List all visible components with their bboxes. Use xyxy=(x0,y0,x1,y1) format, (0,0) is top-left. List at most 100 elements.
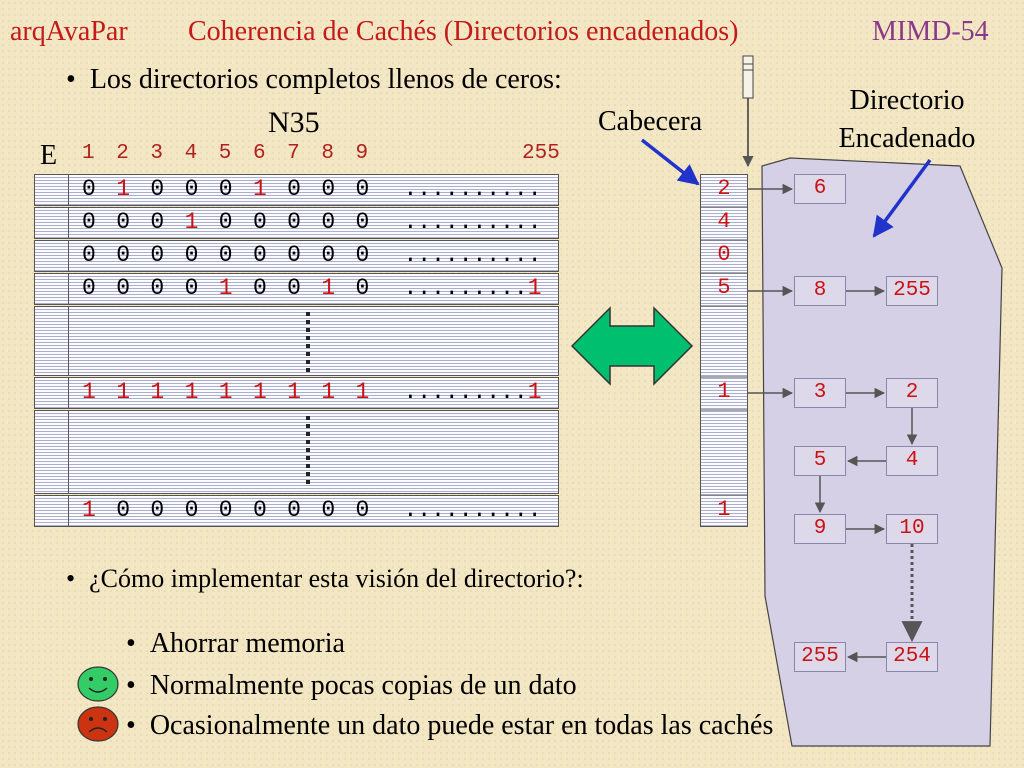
directory-row xyxy=(34,207,559,239)
directory-row-ellipsis xyxy=(34,410,559,494)
bullet-text: Normalmente pocas copias de un dato xyxy=(149,670,577,701)
bit-cell: 1 xyxy=(355,379,370,405)
header-pointer: 1 xyxy=(717,497,731,522)
bit-cell: 1 xyxy=(150,379,165,405)
bit-cell: 0 xyxy=(321,176,336,202)
bit-cell: 0 xyxy=(116,497,130,523)
bit-cell: 1 xyxy=(82,497,96,523)
label-line: Directorio xyxy=(849,85,965,116)
bullet-text: Ahorrar memoria xyxy=(149,628,345,659)
bit-cell: 0 xyxy=(321,497,336,523)
chain-node: 255 xyxy=(794,642,846,672)
bit-cell: 0 xyxy=(252,209,267,235)
state-label-e: E xyxy=(40,140,58,171)
chain-node: 5 xyxy=(794,446,846,476)
bullet-full-directories: Los directorios completos llenos de cero… xyxy=(66,64,562,96)
directory-row-ellipsis xyxy=(34,306,559,376)
column-number: 6 xyxy=(252,142,266,165)
bit-cell: 1 xyxy=(218,379,233,405)
bit-cell: 0 xyxy=(287,275,301,301)
header-pointer: 5 xyxy=(717,275,731,300)
bit-cell: 0 xyxy=(287,209,301,235)
bit-cell: 1 xyxy=(252,176,267,202)
bit-tail-last: 1 xyxy=(527,275,542,301)
bit-cell: 0 xyxy=(252,497,267,523)
column-number: 2 xyxy=(116,142,129,165)
bit-tail: .........1 xyxy=(389,379,542,405)
bit-tail: .........1 xyxy=(389,275,542,301)
column-number: 8 xyxy=(321,142,334,165)
column-number: 3 xyxy=(150,142,163,165)
bit-cell: 0 xyxy=(82,176,96,202)
bullet-text: Ocasionalmente un dato puede estar en to… xyxy=(149,710,774,741)
bit-cell: 0 xyxy=(150,209,165,235)
bit-tail: .......... xyxy=(389,242,542,268)
header-pointer: 1 xyxy=(717,379,731,404)
bit-cell: 0 xyxy=(355,176,370,202)
bit-cell: 1 xyxy=(252,379,267,405)
bit-cell: 1 xyxy=(218,275,233,301)
bit-tail-dots: ......... xyxy=(389,379,528,405)
label-line: Encadenado xyxy=(838,123,976,154)
bullet-implementation-question: ¿Cómo implementar esta visión del direct… xyxy=(66,564,584,594)
chain-node: 6 xyxy=(794,174,846,204)
bit-cell: 0 xyxy=(150,176,165,202)
bit-cell: 0 xyxy=(287,242,301,268)
bit-cell: 0 xyxy=(287,497,301,523)
sad-face-icon xyxy=(77,706,119,742)
bit-cell: 0 xyxy=(150,242,165,268)
bit-tail-last: 1 xyxy=(527,379,542,405)
label-cabecera: Cabecera xyxy=(598,106,703,137)
directory-row xyxy=(34,240,559,272)
bit-cell: 0 xyxy=(116,275,130,301)
bit-cell: 1 xyxy=(82,379,96,405)
bit-tail-dots: ......... xyxy=(389,275,528,301)
bit-cell: 1 xyxy=(287,379,301,405)
bit-cell: 1 xyxy=(116,379,130,405)
bit-cell: 0 xyxy=(184,275,199,301)
bit-cell: 0 xyxy=(82,242,96,268)
column-number: 7 xyxy=(287,142,300,165)
bit-cell: 0 xyxy=(287,176,301,202)
bit-cell: 0 xyxy=(218,497,233,523)
directory-row xyxy=(34,377,559,409)
chain-node: 9 xyxy=(794,514,846,544)
bit-cell: 0 xyxy=(150,275,165,301)
label-directorio-encadenado: Directorio Encadenado xyxy=(822,82,992,158)
column-number: 5 xyxy=(218,142,232,165)
bit-cell: 1 xyxy=(184,379,199,405)
bit-tail: .......... xyxy=(389,176,542,202)
bit-cell: 1 xyxy=(116,176,130,202)
column-number: 9 xyxy=(355,142,369,165)
header-pointer: 2 xyxy=(717,176,731,201)
bit-cell: 0 xyxy=(184,497,199,523)
bit-cell: 0 xyxy=(355,275,370,301)
header-pointer: 4 xyxy=(717,209,731,234)
column-number: 1 xyxy=(82,142,95,165)
bit-cell: 0 xyxy=(321,242,336,268)
slide-number: MIMD-54 xyxy=(872,16,989,47)
node-label-n35: N35 xyxy=(268,106,320,139)
sub-bullet-all-caches: Ocasionalmente un dato puede estar en to… xyxy=(126,710,774,742)
bit-cell: 0 xyxy=(82,275,96,301)
chain-node: 254 xyxy=(886,642,938,672)
chain-node: 2 xyxy=(886,378,938,408)
bit-cell: 1 xyxy=(184,209,199,235)
bit-cell: 0 xyxy=(321,209,336,235)
chain-node: 8 xyxy=(794,276,846,306)
bit-cell: 0 xyxy=(218,209,233,235)
chain-node: 3 xyxy=(794,378,846,408)
bit-tail: .......... xyxy=(389,209,542,235)
bit-cell: 0 xyxy=(355,497,370,523)
chain-node: 255 xyxy=(886,276,938,306)
happy-face-icon xyxy=(77,666,119,702)
bit-cell: 0 xyxy=(116,242,130,268)
bit-cell: 0 xyxy=(218,176,233,202)
